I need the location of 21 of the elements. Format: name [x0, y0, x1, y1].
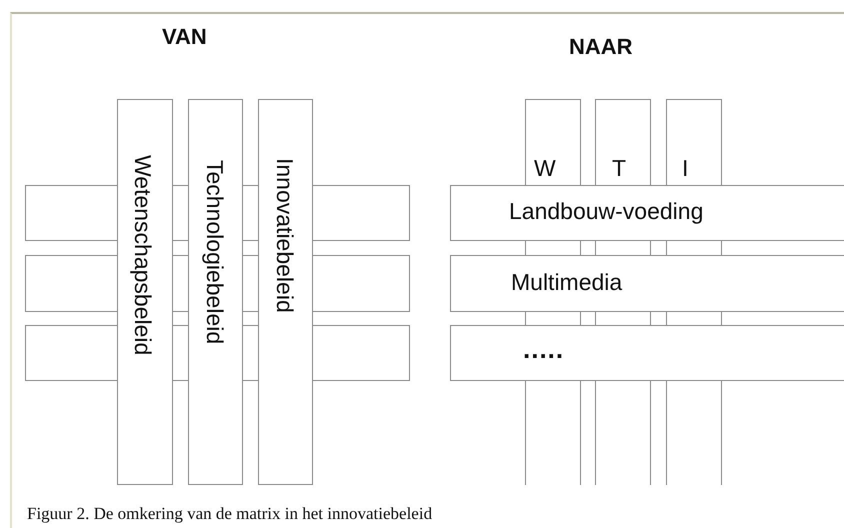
column-title: Technologiebeleid [203, 160, 226, 344]
column-title: Wetenschapsbeleid [131, 155, 154, 356]
sector-row [450, 255, 844, 312]
heading: VAN [162, 24, 207, 50]
policy-column [188, 99, 243, 485]
column-letter: I [682, 157, 688, 180]
policy-column [525, 99, 581, 186]
column-letter: W [534, 157, 556, 180]
row-title: ..... [523, 336, 564, 362]
sector-row [450, 325, 844, 381]
sector-row [450, 185, 844, 241]
row-title: Multimedia [511, 271, 622, 294]
policy-column [595, 99, 651, 186]
policy-column [117, 99, 173, 485]
figure-caption: Figuur 2. De omkering van de matrix in het innovatiebeleid [27, 504, 432, 524]
column-letter: T [612, 157, 626, 180]
policy-column [666, 99, 722, 186]
heading: NAAR [569, 34, 633, 60]
column-title: Innovatiebeleid [273, 158, 296, 313]
row-title: Landbouw-voeding [509, 200, 704, 223]
policy-column [258, 99, 313, 485]
